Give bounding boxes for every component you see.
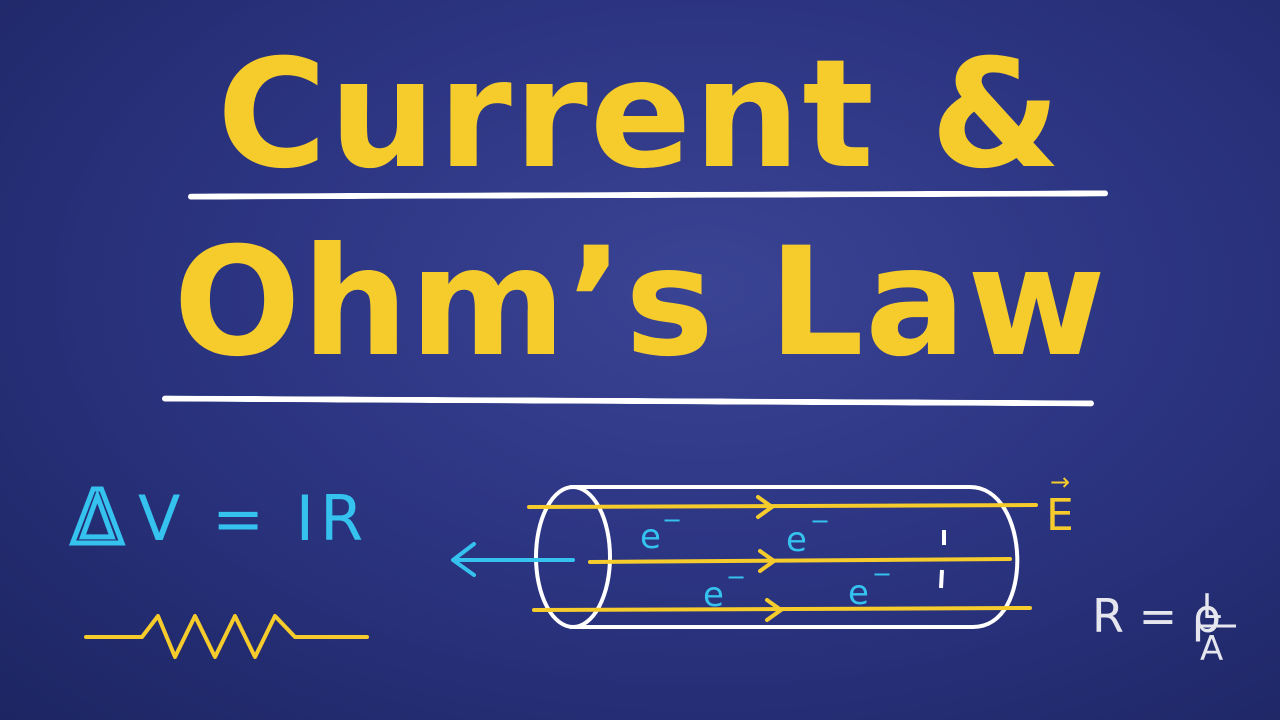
electrons: e − e − e − e − <box>640 506 892 615</box>
electron-1: e − <box>640 506 682 557</box>
current-arrow-head <box>451 542 476 577</box>
field-arrow-top <box>756 495 776 519</box>
electron-3: e − <box>703 563 746 615</box>
electron-3-charge: − <box>726 563 746 591</box>
resistance-numerator: L <box>1202 587 1221 627</box>
resistor-symbol <box>84 614 369 659</box>
electron-2-symbol: e <box>786 520 807 560</box>
field-arrow-bottom <box>765 598 785 622</box>
delta-symbol: Δ <box>72 475 123 561</box>
electron-3-symbol: e <box>703 575 724 615</box>
cylinder-right-end <box>969 485 1020 629</box>
electron-1-charge: − <box>662 506 682 534</box>
title-line-1: Current & <box>216 28 1064 202</box>
electron-4: e − <box>848 560 892 613</box>
electron-1-symbol: e <box>640 517 661 557</box>
resistance-denominator: A <box>1200 629 1223 669</box>
field-line-middle <box>588 557 1012 564</box>
electric-field-label: E → <box>1046 468 1074 541</box>
electron-4-symbol: e <box>848 573 869 613</box>
title-line-2: Ohm’s Law <box>173 216 1107 390</box>
field-arrow-middle <box>758 549 778 573</box>
current-arrow <box>451 542 575 577</box>
field-vector-arrow: → <box>1050 468 1070 496</box>
field-letter: E <box>1046 490 1074 541</box>
electron-2-charge: − <box>810 507 830 535</box>
resistance-formula: R = ρ L A <box>1092 587 1236 669</box>
electron-4-charge: − <box>872 560 892 588</box>
ohms-law-text: V = IR <box>138 482 369 555</box>
field-line-top <box>527 503 1038 509</box>
resistance-lhs: R = ρ <box>1092 589 1221 643</box>
electric-field-lines <box>527 495 1038 622</box>
ohms-law-formula: Δ V = IR <box>70 473 369 564</box>
cross-section-mark-bottom <box>939 569 944 589</box>
electron-2: e − <box>786 507 830 560</box>
conductor-cylinder <box>534 485 1020 629</box>
